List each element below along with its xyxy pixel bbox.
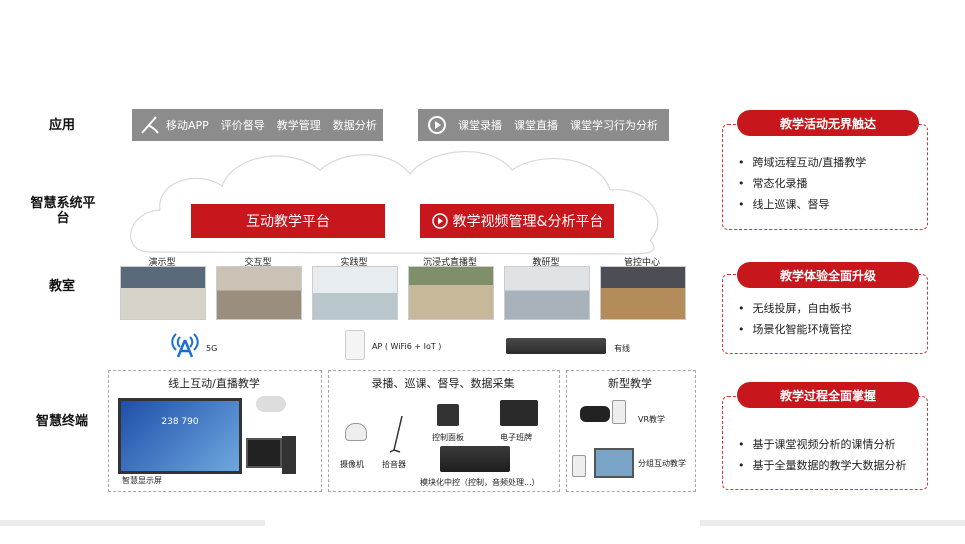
smart-display-label: 智慧显示屏 [122,476,162,485]
app-bar-left: 移动APP 评价督导 教学管理 数据分析 [132,109,383,141]
platform-video-label: 教学视频管理&分析平台 [452,214,604,230]
benefit-title-2: 教学体验全面升级 [737,262,919,288]
row-label-platform: 智慧系统平台 [30,196,96,226]
ptz-camera-icon [256,396,286,412]
benefit-1-item-1: 跨域远程互动/直播教学 [738,154,867,170]
row-label-classroom: 教室 [48,279,75,294]
app-item-analysis[interactable]: 数据分析 [332,119,377,132]
benefit-3-item-2: 基于全量数据的教学大数据分析 [738,457,907,473]
classroom-label-immersive: 沉浸式直播型 [422,258,477,268]
tablet-icon [572,455,586,477]
app-item-recording[interactable]: 课堂录播 [458,119,502,132]
laptop-icon [594,448,634,478]
central-controller-icon [440,446,510,472]
vr-headset-icon [580,406,610,422]
classroom-photo-interactive [216,266,302,320]
benefit-3-item-1: 基于课堂视频分析的课情分析 [738,436,896,452]
control-panel-icon [437,404,459,426]
mic-label: 拾音器 [382,460,406,469]
app-item-mobile[interactable]: 移动APP [166,119,209,132]
e-class-badge-icon [500,400,538,426]
platform-video-button[interactable]: 教学视频管理&分析平台 [420,204,614,238]
row-label-terminal: 智慧终端 [35,414,88,429]
vr-teaching-label: VR教学 [638,415,666,424]
terminal-box-recording-title: 录播、巡课、督导、数据采集 [371,377,515,390]
terminal-box-new-teaching [566,370,696,492]
e-class-badge-label: 电子班牌 [500,433,532,442]
app-item-behavior[interactable]: 课堂学习行为分析 [570,119,658,132]
benefit-2-item-2: 场景化智能环境管控 [738,321,852,337]
benefit-title-1: 教学活动无界触达 [737,110,919,136]
network-ap-label: AP ( WiFi6 + IoT ) [372,342,442,351]
bottom-divider-left [0,520,265,526]
network-5g-label: 5G [206,344,218,353]
classroom-photo-practice [312,266,398,320]
antenna-5g-icon [171,333,199,358]
desktop-pc-icon [246,438,282,468]
terminal-box-online-title: 线上互动/直播教学 [168,377,260,390]
camera-label: 摄像机 [340,460,364,469]
play-circle-icon [431,213,448,229]
control-panel-label: 控制面板 [432,433,464,442]
benefit-1-item-2: 常态化录播 [738,175,808,191]
record-app-icon [428,116,446,134]
benefit-1-item-3: 线上巡课、督导 [738,196,830,212]
classroom-photo-demo [120,266,206,320]
terminal-box-new-teaching-title: 新型教学 [608,377,652,390]
cloud-shape [130,151,659,255]
terminal-box-recording [328,370,560,492]
network-wired-label: 有线 [614,344,630,353]
smart-display-screen: 238 790 [118,398,242,474]
microphone-icon [389,415,403,453]
switch-device-icon [506,338,606,354]
platform-interactive-button[interactable]: 互动教学平台 [191,204,385,238]
bottom-divider-right [700,520,965,526]
app-bar-right: 课堂录播 课堂直播 课堂学习行为分析 [418,109,669,141]
leaf-app-icon [141,116,159,134]
classroom-label-practice: 实践型 [340,258,368,268]
app-item-evaluation[interactable]: 评价督导 [220,119,265,132]
access-point-icon [345,330,365,360]
row-label-app: 应用 [48,118,75,133]
app-item-live[interactable]: 课堂直播 [514,119,558,132]
terminal-box-online [108,370,322,492]
classroom-label-interactive: 交互型 [244,258,272,268]
classroom-label-research: 教研型 [532,258,560,268]
classroom-photo-research [504,266,590,320]
pc-tower-icon [282,436,296,474]
central-controller-label: 模块化中控（控制，音频处理...） [420,478,540,487]
benefit-2-item-1: 无线投屏，自由板书 [738,300,852,316]
phone-icon [612,400,626,424]
app-item-management[interactable]: 教学管理 [276,119,321,132]
classroom-label-control: 管控中心 [623,258,660,268]
smart-display-time: 238 790 [161,417,199,427]
dome-camera-icon [345,423,367,441]
classroom-label-demo: 演示型 [148,258,176,268]
classroom-photo-immersive [408,266,494,320]
benefit-title-3: 教学过程全面掌握 [737,382,919,408]
group-teaching-label: 分组互动教学 [638,459,686,468]
classroom-photo-control [600,266,686,320]
